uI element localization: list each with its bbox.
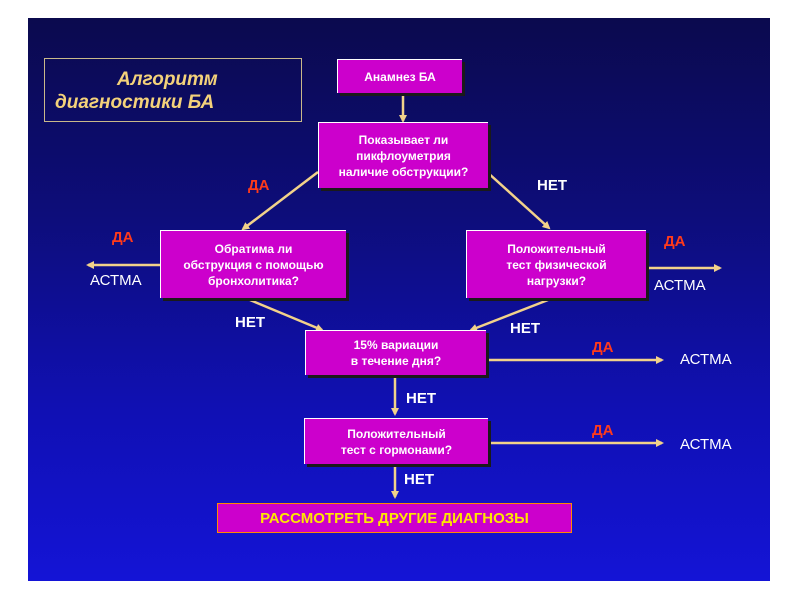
node-peakflow: Показывает ли пикфлоуметрия наличие обст…: [318, 122, 488, 188]
arrow-reversible-to-variation: [249, 298, 324, 332]
label-yes-hormones: ДА: [592, 422, 614, 439]
outcome-asthma-exercise: АСТМА: [654, 277, 706, 294]
node-peakflow-label: Показывает ли пикфлоуметрия наличие обст…: [338, 132, 469, 179]
title-line-1: Алгоритм: [117, 69, 218, 90]
node-reversible: Обратима ли обструкция с помощью бронхол…: [160, 230, 346, 298]
label-no-hormones: НЕТ: [404, 471, 434, 488]
label-yes-peakflow: ДА: [248, 177, 270, 194]
node-other-diagnoses-label: РАССМОТРЕТЬ ДРУГИЕ ДИАГНОЗЫ: [260, 509, 529, 527]
arrow-peakflow-to-reversible: [241, 171, 319, 231]
node-reversible-label: Обратима ли обструкция с помощью бронхол…: [183, 241, 324, 288]
outcome-asthma-variation: АСТМА: [680, 351, 732, 368]
node-exercise-label: Положительный тест физической нагрузки?: [506, 241, 607, 288]
node-hormones-label: Положительный тест с гормонами?: [340, 426, 453, 457]
node-variation: 15% вариации в течение дня?: [305, 330, 486, 375]
node-anamnesis-label: Анамнез БА: [364, 69, 436, 84]
outcome-asthma-reversible: АСТМА: [90, 272, 142, 289]
label-no-reversible: НЕТ: [235, 314, 265, 331]
arrow-peakflow-to-exercise: [486, 171, 551, 230]
label-yes-reversible: ДА: [112, 229, 134, 246]
node-anamnesis: Анамнез БА: [337, 59, 462, 93]
label-no-exercise: НЕТ: [510, 320, 540, 337]
arrow-exercise-to-variation: [469, 298, 549, 332]
label-no-variation: НЕТ: [406, 390, 436, 407]
node-hormones: Положительный тест с гормонами?: [304, 418, 488, 464]
node-exercise: Положительный тест физической нагрузки?: [466, 230, 646, 298]
slide-background: [28, 18, 770, 581]
outcome-asthma-hormones: АСТМА: [680, 436, 732, 453]
label-no-peakflow: НЕТ: [537, 177, 567, 194]
diagram-title: Алгоритм диагностики БА: [44, 58, 302, 122]
title-line-2: диагностики БА: [55, 92, 215, 113]
label-yes-variation: ДА: [592, 339, 614, 356]
node-variation-label: 15% вариации в течение дня?: [350, 338, 442, 368]
node-other-diagnoses: РАССМОТРЕТЬ ДРУГИЕ ДИАГНОЗЫ: [217, 503, 572, 533]
label-yes-exercise: ДА: [664, 233, 686, 250]
